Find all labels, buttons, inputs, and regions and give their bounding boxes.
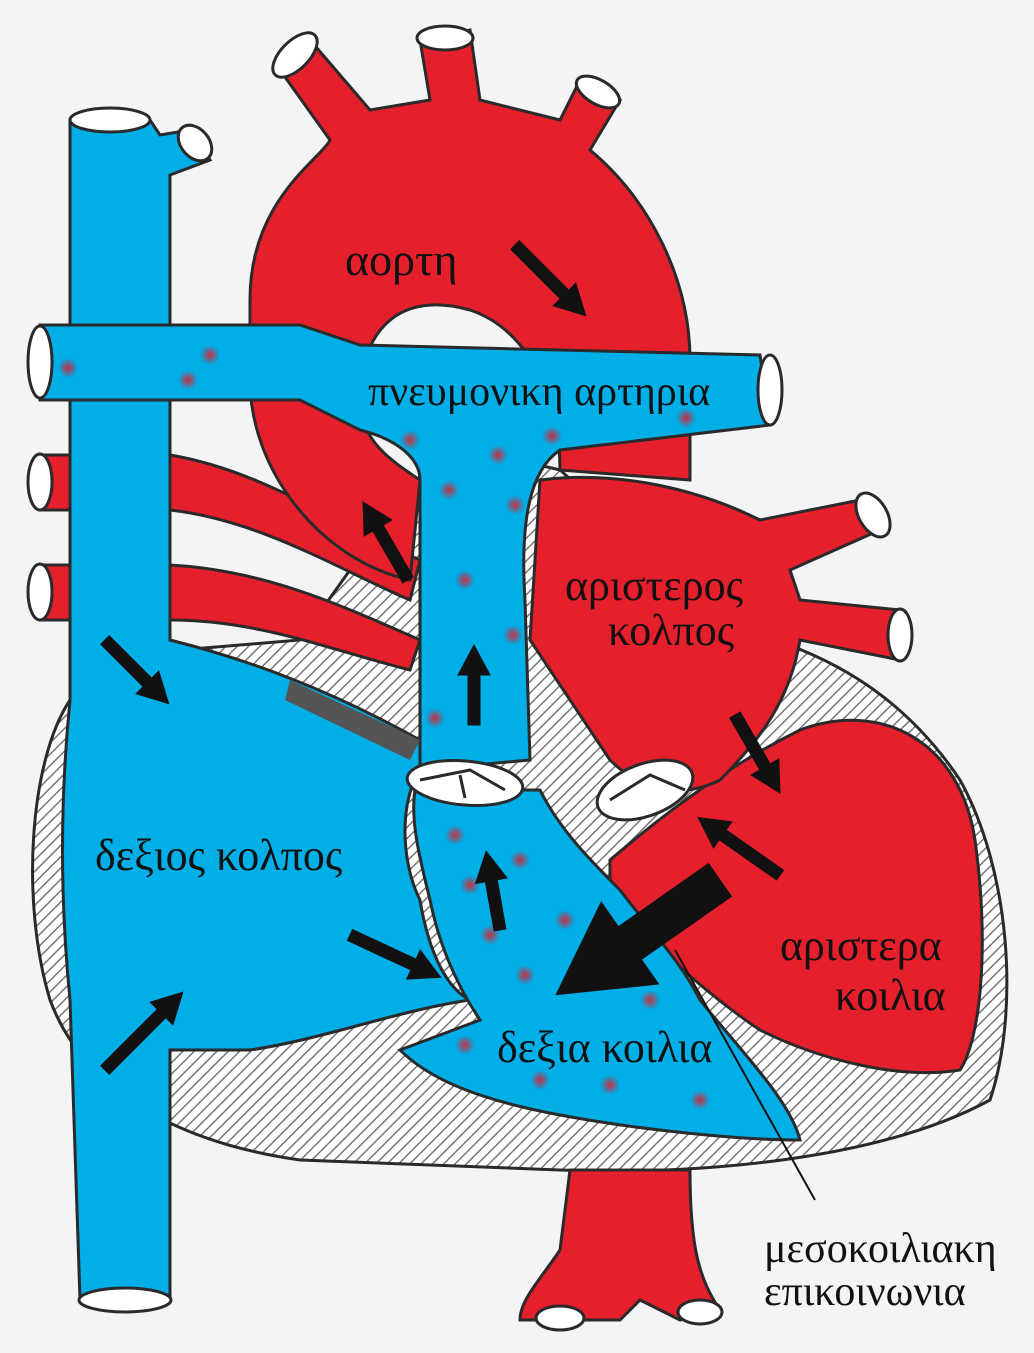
- label-vsd-1: μεσοκοιλιακη: [764, 1226, 997, 1272]
- label-pulmonary-artery: πνευμονικη αρτηρια: [368, 369, 710, 415]
- label-right-ventricle: δεξια κοιλια: [497, 1023, 712, 1072]
- label-aorta: αορτη: [345, 234, 458, 285]
- label-left-atrium-1: αριστερος: [565, 561, 743, 610]
- label-left-ventricle-1: αριστερα: [780, 921, 942, 970]
- label-left-ventricle-2: κοιλια: [835, 971, 946, 1020]
- label-vsd-2: επικοινωνια: [764, 1269, 966, 1315]
- descending-aorta: [520, 1170, 720, 1320]
- label-right-atrium: δεξιος κολπος: [95, 831, 342, 880]
- label-left-atrium-2: κολπος: [608, 606, 734, 655]
